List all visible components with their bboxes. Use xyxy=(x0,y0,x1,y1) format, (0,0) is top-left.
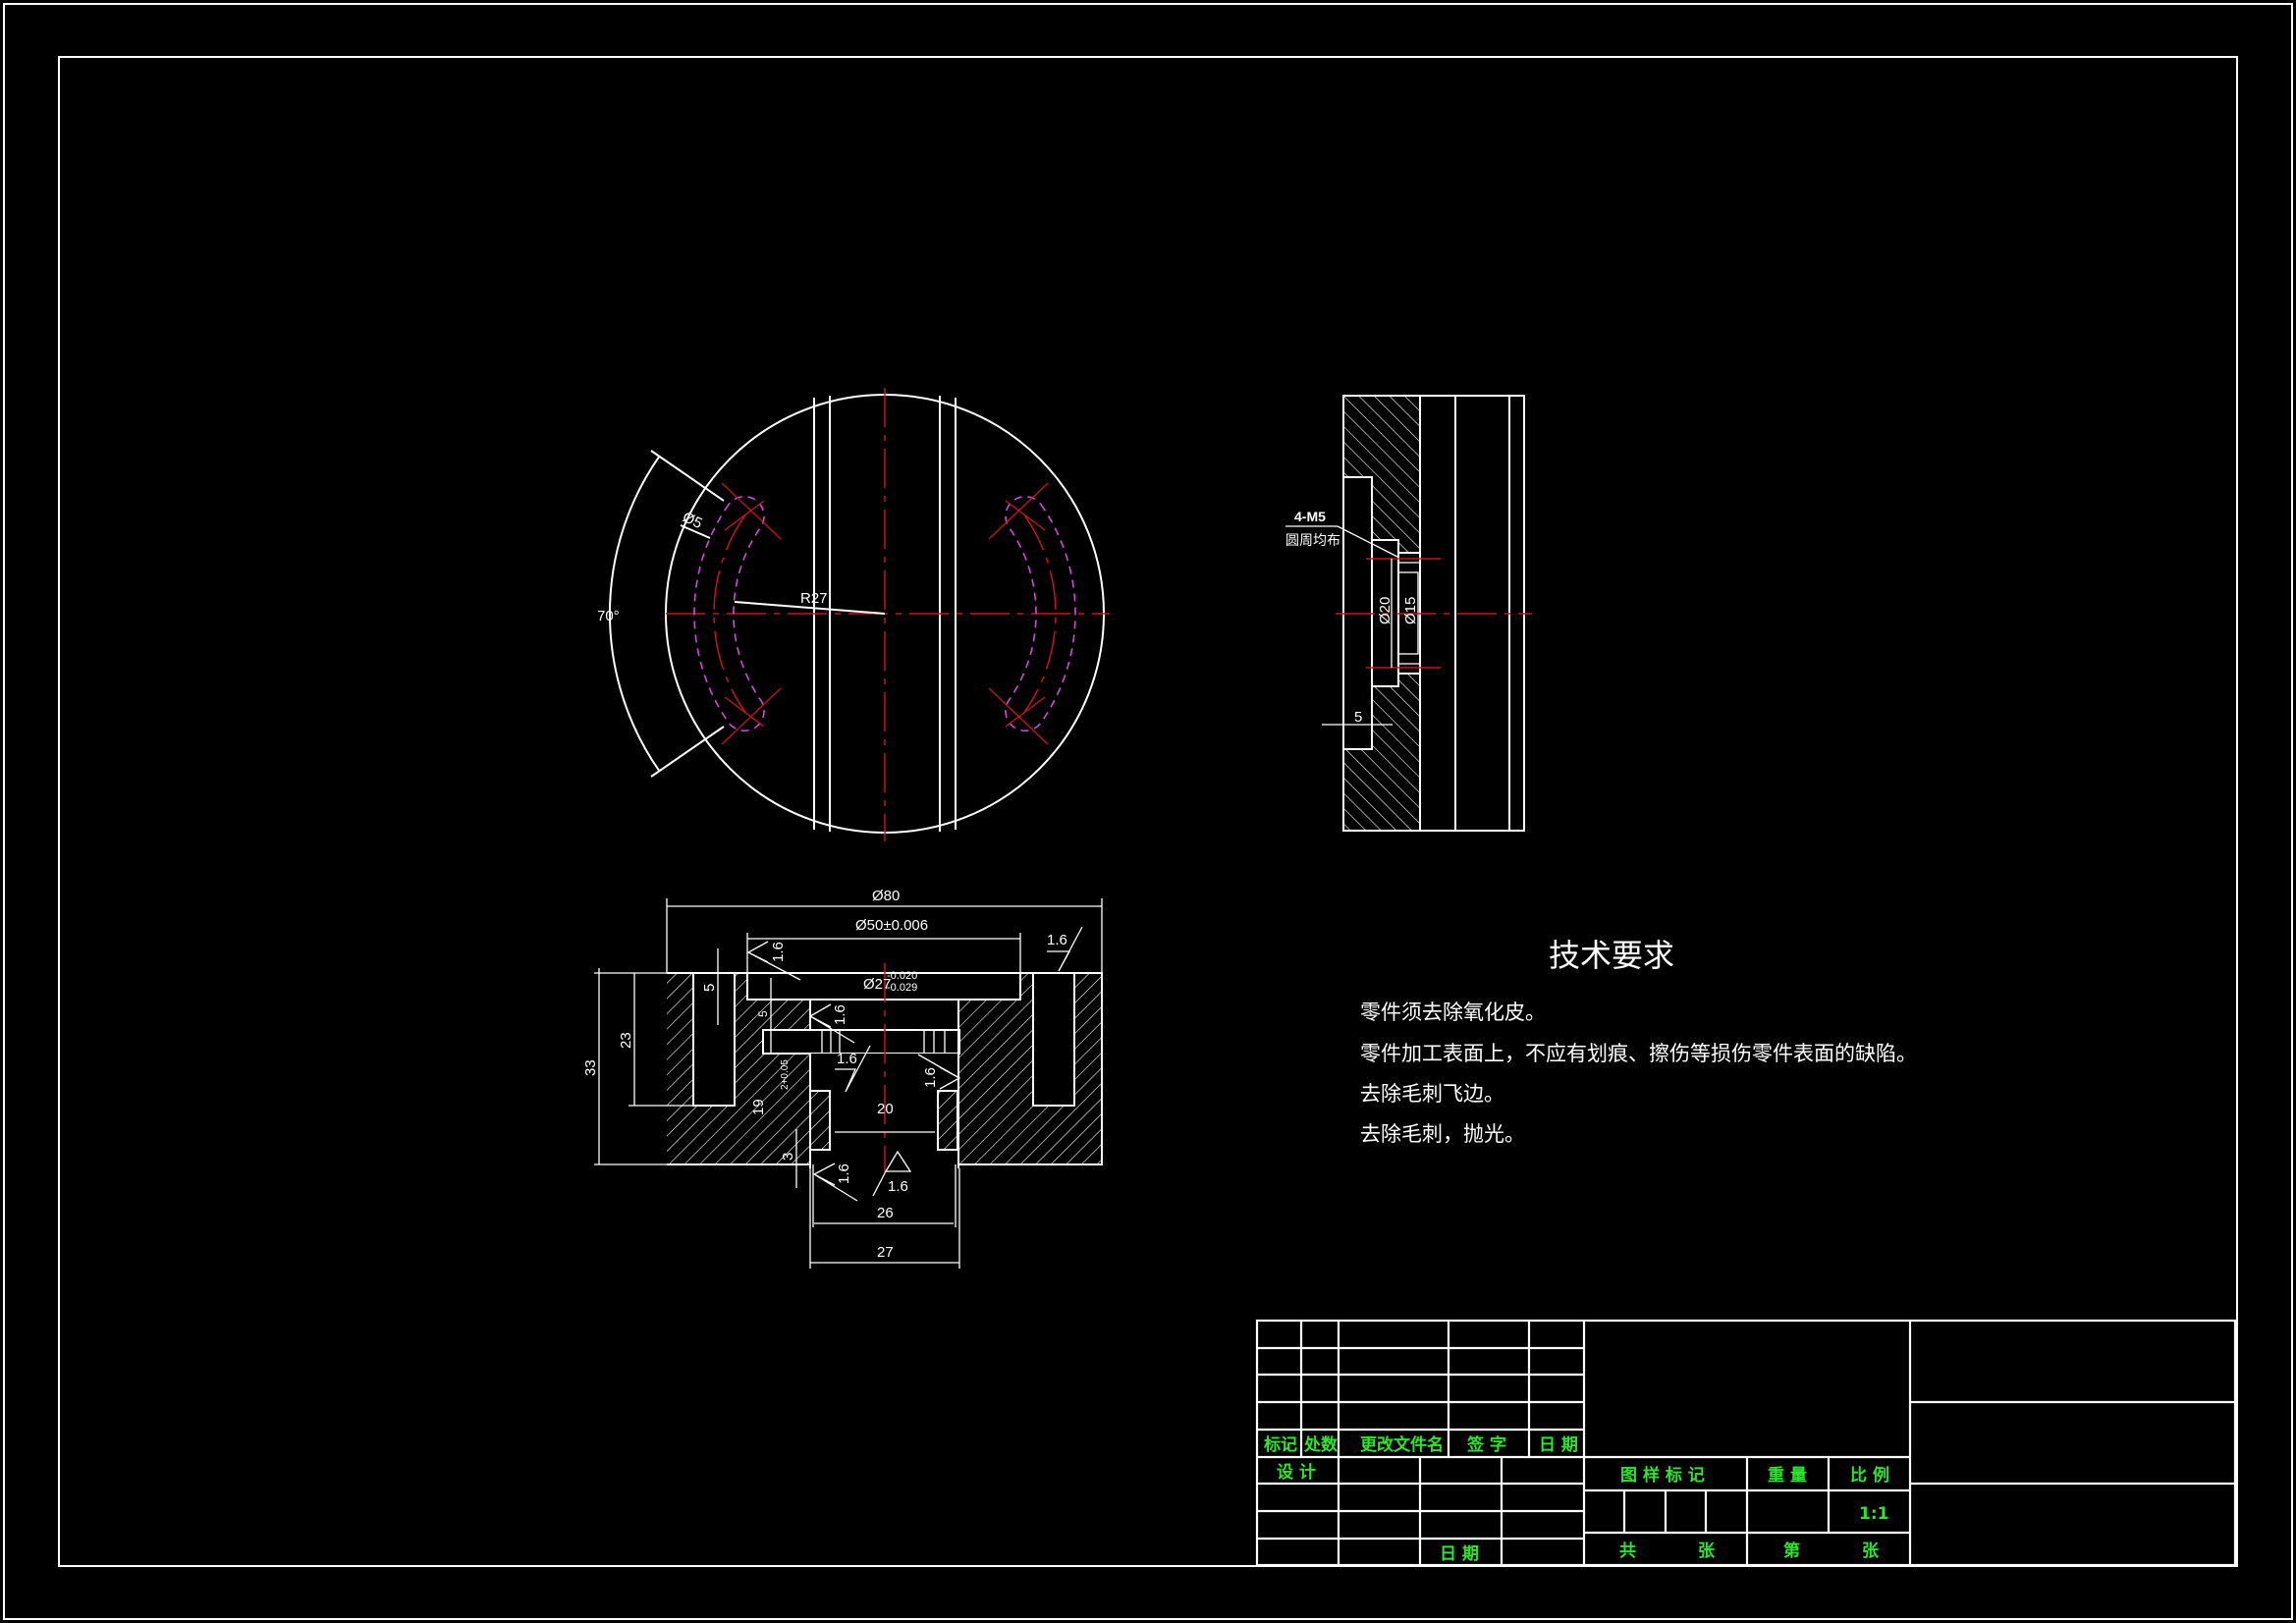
top-view: 70° Ø5 R27 xyxy=(597,388,1110,841)
radius-label: R27 xyxy=(800,590,828,607)
outer-border xyxy=(3,3,2293,1620)
right-slot-outline xyxy=(1005,495,1076,732)
roughness-symbol: 1.6 xyxy=(872,1150,912,1197)
title-block: 标记 处数 更改文件名 签 字 日 期 设 计 日 期 图 样 标 记 重 量 … xyxy=(1255,1319,2237,1567)
dim-26-label: 26 xyxy=(877,1205,894,1221)
tb-date: 日 期 xyxy=(1539,1435,1578,1455)
slot-dia-label: Ø5 xyxy=(680,509,704,532)
svg-text:1.6: 1.6 xyxy=(770,942,787,962)
svg-text:1.6: 1.6 xyxy=(888,1178,908,1195)
dim-33-label: 33 xyxy=(582,1059,599,1076)
depth-label: 5 xyxy=(1354,709,1362,726)
svg-text:1.6: 1.6 xyxy=(837,1051,857,1067)
roughness-symbol: 1.6 xyxy=(917,1054,961,1090)
tb-count: 处数 xyxy=(1303,1434,1339,1455)
roughness-symbol: 1.6 xyxy=(835,1045,871,1093)
svg-text:1.6: 1.6 xyxy=(836,1163,852,1184)
right-slot-centerarc xyxy=(1023,514,1057,713)
drawing-frame xyxy=(58,56,2238,1567)
tb-drawing-mark: 图 样 标 记 xyxy=(1620,1465,1705,1486)
side-view: Ø20 Ø15 4-M5 圆周均布 5 xyxy=(1285,395,1532,832)
dim-3-label: 3 xyxy=(780,1153,796,1161)
section-view: Ø80 Ø50±0.006 Ø27 -0.020 -0.029 33 23 5 … xyxy=(582,888,1103,1269)
tb-change-doc: 更改文件名 xyxy=(1360,1434,1444,1455)
tech-item: 零件加工表面上，不应有划痕、擦伤等损伤零件表面的缺陷。 xyxy=(1360,1042,1917,1065)
roughness-symbol: 1.6 xyxy=(808,1003,855,1044)
tb-scale-label: 比 例 xyxy=(1850,1465,1889,1486)
dim-27-lower-tol: -0.029 xyxy=(887,982,917,994)
dim-5b-label: 5 xyxy=(756,1010,770,1017)
left-slot xyxy=(692,972,736,1107)
tb-sheet-no: 第 xyxy=(1783,1541,1800,1561)
svg-text:1.6: 1.6 xyxy=(1047,932,1067,948)
thread-leader xyxy=(1337,525,1398,558)
dim-5a-label: 5 xyxy=(701,984,718,992)
thread-label: 4-M5 xyxy=(1294,509,1326,524)
left-slot-centerarc xyxy=(713,514,746,713)
roughness-symbol: 1.6 xyxy=(812,1163,858,1202)
angle-label: 70° xyxy=(597,608,620,624)
recess-50 xyxy=(746,972,1021,1001)
technical-requirements: 技术要求 零件须去除氧化皮。 零件加工表面上，不应有划痕、擦伤等损伤零件表面的缺… xyxy=(1360,937,1917,1146)
tb-weight: 重 量 xyxy=(1768,1465,1807,1486)
tb-signature: 签 字 xyxy=(1466,1434,1506,1455)
right-slot xyxy=(1032,972,1075,1107)
tb-sheets2: 张 xyxy=(1862,1542,1880,1561)
bolt-layer xyxy=(762,1029,960,1055)
tech-item: 去除毛刺，抛光。 xyxy=(1360,1122,1525,1146)
dim-27b-label: 27 xyxy=(877,1244,894,1261)
tb-sheets: 张 xyxy=(1698,1542,1716,1561)
tech-item: 零件须去除氧化皮。 xyxy=(1360,1001,1546,1024)
thread-note: 圆周均布 xyxy=(1285,533,1340,549)
dim-20-label: 20 xyxy=(877,1101,894,1117)
dim-27-label: Ø27 xyxy=(863,976,891,993)
svg-text:1.6: 1.6 xyxy=(922,1067,939,1088)
slot-center-mark xyxy=(724,500,765,531)
dia20-label: Ø20 xyxy=(1377,597,1394,624)
tb-scale-value: 1:1 xyxy=(1859,1504,1888,1524)
slot-center-mark xyxy=(1005,696,1046,728)
svg-text:1.6: 1.6 xyxy=(832,1004,848,1025)
left-slot-outline xyxy=(693,495,765,732)
roughness-symbol: 1.6 xyxy=(746,941,801,981)
slot-center-mark xyxy=(724,696,765,728)
tb-design: 设 计 xyxy=(1277,1462,1316,1483)
tech-title: 技术要求 xyxy=(1549,937,1674,974)
dim-23-label: 23 xyxy=(618,1032,634,1049)
dim-19-label: 19 xyxy=(750,1099,767,1115)
slot-center-mark xyxy=(1005,500,1046,531)
tb-date2: 日 期 xyxy=(1440,1544,1479,1564)
inner-wall-left xyxy=(809,1090,831,1151)
tech-item: 去除毛刺飞边。 xyxy=(1360,1082,1504,1106)
roughness-symbol: 1.6 xyxy=(1047,926,1083,972)
dim-2-label: 2+0.05 xyxy=(780,1059,791,1090)
tb-mark: 标记 xyxy=(1264,1434,1297,1455)
dim-27-upper-tol: -0.020 xyxy=(887,970,917,982)
radius-leader xyxy=(734,601,886,615)
angle-extension-line xyxy=(650,726,725,778)
tb-total: 共 xyxy=(1619,1542,1636,1561)
inner-wall-right xyxy=(937,1090,958,1151)
dia15-label: Ø15 xyxy=(1402,597,1419,624)
angle-dimension-arc xyxy=(609,455,661,773)
dim-50-label: Ø50±0.006 xyxy=(855,917,928,934)
angle-extension-line xyxy=(650,450,725,502)
slot-dia-leader xyxy=(680,524,711,539)
dim-80-label: Ø80 xyxy=(872,888,900,904)
